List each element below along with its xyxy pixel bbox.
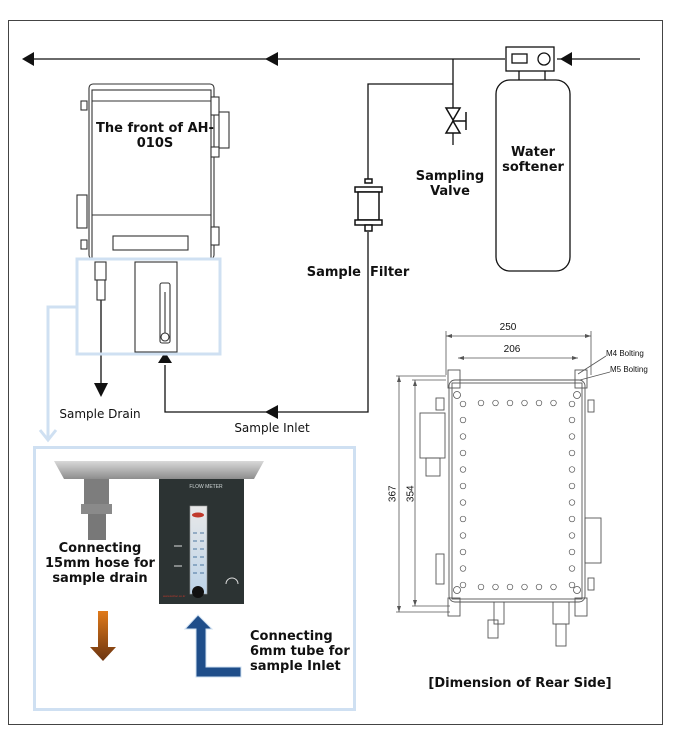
leader-m5	[579, 371, 611, 381]
screw-hole	[521, 399, 528, 407]
flow-arrow-icon	[560, 52, 572, 66]
drain-down-arrow-icon	[94, 383, 108, 397]
connect-inlet-label: Connecting 6mm tube for sample Inlet	[250, 629, 350, 674]
sampling-valve-label: Sampling Valve	[415, 169, 485, 199]
water-softener-icon	[495, 46, 571, 272]
dimension-354-label: 354	[405, 485, 417, 503]
screw-hole	[550, 583, 557, 591]
dimension-206-label: 206	[503, 344, 521, 355]
m5-bolting-label: M5 Bolting	[610, 365, 648, 374]
screw-hole	[568, 499, 576, 506]
drain-direction-arrow-icon	[90, 611, 116, 661]
screw-hole	[568, 532, 576, 539]
dimension-367-label: 367	[387, 485, 399, 503]
screw-hole	[535, 583, 543, 591]
flow-meter-title: FLOW METER	[189, 484, 223, 490]
screw-hole	[506, 583, 514, 591]
inlet-up-arrow-icon	[158, 352, 172, 363]
screw-hole	[506, 399, 514, 407]
flow-arrow-icon	[265, 52, 278, 66]
screw-hole	[568, 548, 576, 556]
screw-hole	[568, 466, 576, 473]
sample-drain-label: Sample Drain	[59, 407, 141, 421]
filter-branch-pipe	[367, 83, 453, 180]
screw-hole	[459, 416, 467, 424]
m4-bolting-label: M4 Bolting	[606, 349, 644, 358]
screw-hole	[568, 515, 576, 523]
flow-meter-panel	[159, 479, 244, 604]
device-bottom-plate	[54, 461, 264, 479]
screw-hole	[521, 583, 528, 591]
sample-filter-label: Sample Filter	[306, 265, 410, 280]
connect-drain-label: Connecting 15mm hose for sample drain	[45, 541, 155, 586]
flow-meter-url: www.kofloc.co.kr	[163, 594, 186, 598]
screw-hole	[568, 416, 576, 424]
flow-arrow-icon	[265, 405, 278, 419]
leader-m4	[577, 355, 607, 375]
diagram-frame	[8, 20, 663, 725]
device-front-icon	[76, 83, 230, 353]
connection-photo-box	[33, 446, 356, 711]
screw-hole	[535, 399, 543, 407]
inlet-direction-arrow-icon	[183, 614, 242, 678]
screw-holes	[459, 399, 576, 591]
screw-hole	[459, 466, 467, 473]
screw-hole	[568, 581, 576, 589]
rear-enclosure	[419, 369, 602, 647]
screw-hole	[459, 581, 467, 589]
bolt-holes	[453, 391, 581, 594]
screw-hole	[459, 433, 467, 440]
screw-hole	[459, 482, 467, 490]
screw-hole	[568, 449, 576, 457]
screw-hole	[550, 399, 557, 407]
screw-hole	[459, 532, 467, 539]
device-front-label: The front of AH-010S	[96, 121, 214, 151]
screw-hole	[568, 482, 576, 490]
rear-dimension-caption: [Dimension of Rear Side]	[428, 676, 612, 691]
sample-inlet-label: Sample Inlet	[234, 421, 310, 435]
screw-hole	[477, 399, 485, 407]
screw-hole	[568, 400, 576, 408]
flow-arrow-icon	[22, 52, 34, 66]
screw-hole	[459, 449, 467, 457]
screw-hole	[568, 433, 576, 440]
sampling-valve-icon	[444, 107, 467, 134]
connection-photo	[54, 461, 264, 678]
screw-hole	[459, 565, 467, 572]
drain-fitting-icon	[81, 479, 112, 540]
sample-filter-icon	[354, 178, 383, 232]
water-softener-label: Water softener	[502, 145, 564, 175]
screw-hole	[477, 583, 485, 591]
screw-hole	[459, 400, 467, 408]
screw-hole	[459, 515, 467, 523]
screw-hole	[492, 583, 499, 591]
screw-hole	[459, 499, 467, 506]
screw-hole	[568, 565, 576, 572]
screw-hole	[492, 399, 499, 407]
highlight-callout	[38, 257, 222, 443]
dimension-250-label: 250	[499, 322, 517, 333]
screw-hole	[459, 548, 467, 556]
